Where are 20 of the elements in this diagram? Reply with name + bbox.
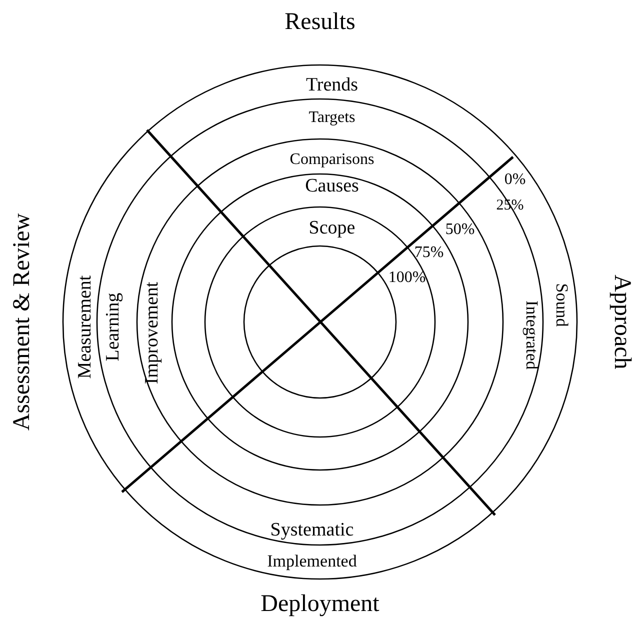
axis-title: Results bbox=[284, 10, 356, 34]
axis-title: Approach bbox=[610, 274, 634, 370]
ring-label: Comparisons bbox=[290, 152, 374, 168]
ring-label: Targets bbox=[308, 110, 356, 126]
ring-label: Improvement bbox=[142, 282, 162, 384]
axis-title: Deployment bbox=[260, 592, 380, 616]
ring-label: Learning bbox=[104, 292, 122, 362]
percent-label: 50% bbox=[445, 222, 475, 238]
axis-title: Assessment & Review bbox=[10, 213, 34, 431]
ring-label: Measurement bbox=[76, 275, 94, 379]
ring-label: Implemented bbox=[267, 552, 357, 570]
percent-label: 0% bbox=[504, 172, 526, 188]
ring-label: Causes bbox=[305, 176, 359, 196]
ring-label: Systematic bbox=[270, 520, 354, 540]
ring-label: Sound bbox=[554, 283, 570, 327]
ring-label: Scope bbox=[308, 218, 356, 238]
percent-label: 75% bbox=[414, 245, 444, 261]
percent-label: 100% bbox=[388, 270, 426, 286]
ring-label: Integrated bbox=[524, 300, 540, 370]
ring-label: Trends bbox=[306, 76, 358, 94]
